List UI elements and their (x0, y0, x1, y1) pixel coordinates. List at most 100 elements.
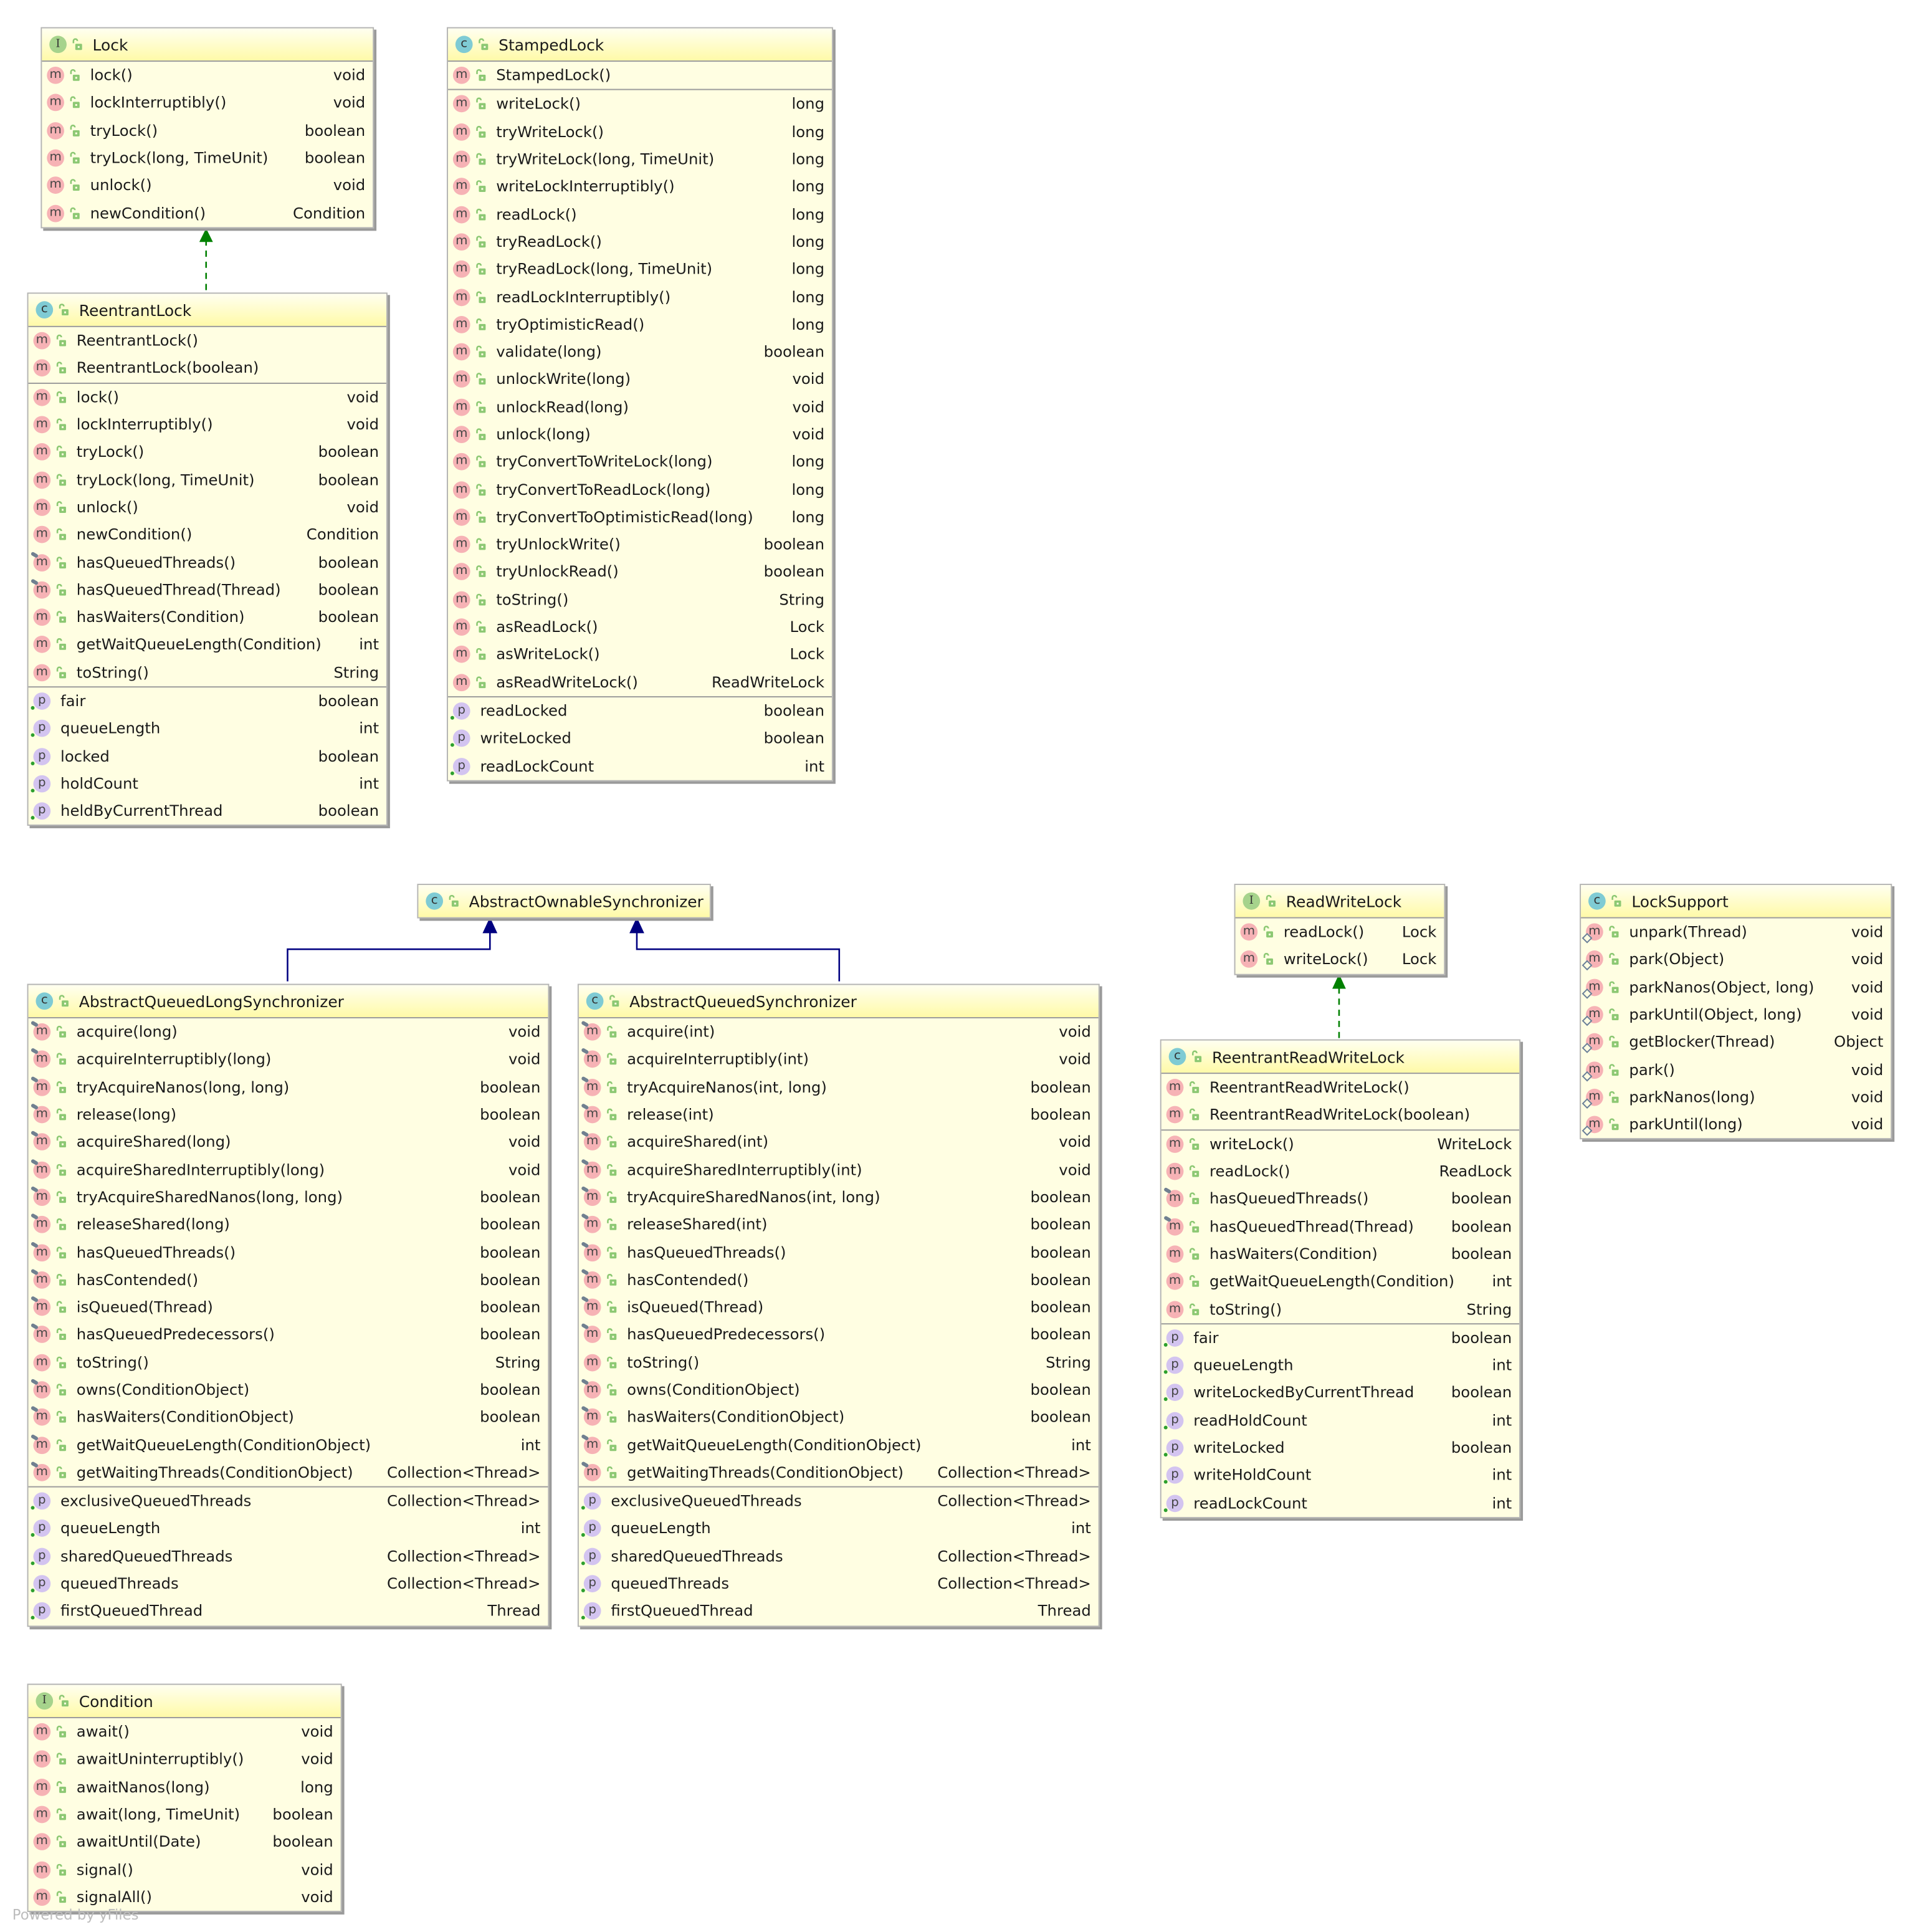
method-row[interactable]: m signal() void (29, 1856, 341, 1883)
property-row[interactable]: p queueLength int (1162, 1352, 1519, 1379)
class-box-reentrantlock[interactable]: c ReentrantLock m ReentrantLock() m Reen… (27, 292, 388, 826)
method-row[interactable]: m acquireShared(long) void (29, 1129, 548, 1156)
method-row[interactable]: m newCondition() Condition (29, 521, 386, 548)
class-box-aos[interactable]: c AbstractOwnableSynchronizer (417, 884, 711, 919)
class-box-lock[interactable]: I Lock m lock() void m lockInterruptibly… (41, 27, 374, 228)
method-row[interactable]: m acquireSharedInterruptibly(long) void (29, 1156, 548, 1184)
method-row[interactable]: m hasQueuedThreads() boolean (29, 548, 386, 576)
method-row[interactable]: m getWaitQueueLength(ConditionObject) in… (29, 1431, 548, 1458)
class-header[interactable]: c AbstractOwnableSynchronizer (418, 885, 710, 917)
method-row[interactable]: m await() void (29, 1718, 341, 1746)
property-row[interactable]: p queueLength int (29, 715, 386, 742)
method-row[interactable]: m await(long, TimeUnit) boolean (29, 1800, 341, 1828)
method-row[interactable]: m lock() void (42, 62, 373, 89)
property-row[interactable]: p firstQueuedThread Thread (29, 1597, 548, 1625)
method-row[interactable]: m acquireInterruptibly(int) void (579, 1046, 1099, 1073)
method-row[interactable]: m hasQueuedThreads() boolean (29, 1238, 548, 1266)
method-row[interactable]: m asWriteLock() Lock (448, 641, 832, 668)
method-row[interactable]: m ReentrantLock() (29, 327, 386, 355)
property-row[interactable]: p readHoldCount int (1162, 1407, 1519, 1434)
method-row[interactable]: m hasWaiters(Condition) boolean (1162, 1240, 1519, 1268)
method-row[interactable]: m parkNanos(Object, long) void (1581, 973, 1891, 1001)
method-row[interactable]: m awaitUntil(Date) boolean (29, 1829, 341, 1856)
property-row[interactable]: p exclusiveQueuedThreads Collection<Thre… (579, 1488, 1099, 1515)
method-row[interactable]: m park() void (1581, 1056, 1891, 1083)
method-row[interactable]: m tryConvertToWriteLock(long) long (448, 448, 832, 476)
method-row[interactable]: m tryAcquireSharedNanos(int, long) boole… (579, 1184, 1099, 1211)
property-row[interactable]: p readLockCount int (448, 752, 832, 780)
method-row[interactable]: m hasWaiters(Condition) boolean (29, 603, 386, 631)
method-row[interactable]: m ReentrantLock(boolean) (29, 355, 386, 382)
method-row[interactable]: m hasWaiters(ConditionObject) boolean (579, 1404, 1099, 1431)
method-row[interactable]: m readLock() ReadLock (1162, 1158, 1519, 1185)
method-row[interactable]: m hasQueuedThreads() boolean (1162, 1185, 1519, 1213)
property-row[interactable]: p queueLength int (579, 1515, 1099, 1542)
method-row[interactable]: m toString() String (448, 586, 832, 613)
method-row[interactable]: m unlockWrite(long) void (448, 366, 832, 393)
property-row[interactable]: p heldByCurrentThread boolean (29, 798, 386, 825)
method-row[interactable]: m hasQueuedThread(Thread) boolean (1162, 1213, 1519, 1240)
method-row[interactable]: m getWaitQueueLength(Condition) int (29, 631, 386, 659)
class-box-aqs[interactable]: c AbstractQueuedSynchronizer m acquire(i… (577, 983, 1100, 1627)
method-row[interactable]: m release(long) boolean (29, 1101, 548, 1128)
class-box-locksupport[interactable]: c LockSupport m unpark(Thread) void m pa… (1580, 884, 1892, 1140)
method-row[interactable]: m owns(ConditionObject) boolean (29, 1376, 548, 1404)
method-row[interactable]: m signalAll() void (29, 1883, 341, 1911)
method-row[interactable]: m lockInterruptibly() void (42, 89, 373, 117)
method-row[interactable]: m StampedLock() (448, 62, 832, 89)
method-row[interactable]: m hasContended() boolean (579, 1266, 1099, 1293)
method-row[interactable]: m owns(ConditionObject) boolean (579, 1376, 1099, 1404)
method-row[interactable]: m tryLock(long, TimeUnit) boolean (42, 145, 373, 172)
property-row[interactable]: p queuedThreads Collection<Thread> (579, 1570, 1099, 1597)
method-row[interactable]: m toString() String (579, 1349, 1099, 1376)
method-row[interactable]: m tryAcquireNanos(int, long) boolean (579, 1073, 1099, 1101)
method-row[interactable]: m ReentrantReadWriteLock(boolean) (1162, 1101, 1519, 1129)
method-row[interactable]: m hasQueuedPredecessors() boolean (29, 1321, 548, 1349)
property-row[interactable]: p writeLocked boolean (1162, 1434, 1519, 1461)
method-row[interactable]: m tryOptimisticRead() long (448, 310, 832, 338)
method-row[interactable]: m acquire(int) void (579, 1018, 1099, 1046)
method-row[interactable]: m getWaitingThreads(ConditionObject) Col… (29, 1459, 548, 1486)
method-row[interactable]: m tryUnlockRead() boolean (448, 558, 832, 586)
class-header[interactable]: I Condition (28, 1685, 341, 1718)
property-row[interactable]: p readLockCount int (1162, 1490, 1519, 1517)
class-box-stampedlock[interactable]: c StampedLock m StampedLock() m writeLoc… (446, 27, 833, 782)
method-row[interactable]: m releaseShared(int) boolean (579, 1211, 1099, 1238)
method-row[interactable]: m tryLock(long, TimeUnit) boolean (29, 466, 386, 494)
method-row[interactable]: m park(Object) void (1581, 946, 1891, 973)
method-row[interactable]: m parkUntil(Object, long) void (1581, 1001, 1891, 1028)
method-row[interactable]: m asReadLock() Lock (448, 613, 832, 641)
method-row[interactable]: m tryWriteLock() long (448, 118, 832, 145)
method-row[interactable]: m tryAcquireSharedNanos(long, long) bool… (29, 1184, 548, 1211)
property-row[interactable]: p sharedQueuedThreads Collection<Thread> (29, 1542, 548, 1570)
method-row[interactable]: m parkNanos(long) void (1581, 1084, 1891, 1111)
method-row[interactable]: m acquireShared(int) void (579, 1129, 1099, 1156)
method-row[interactable]: m lock() void (29, 383, 386, 411)
method-row[interactable]: m writeLock() long (448, 90, 832, 118)
method-row[interactable]: m acquire(long) void (29, 1018, 548, 1046)
method-row[interactable]: m unlock() void (29, 494, 386, 521)
class-header[interactable]: c AbstractQueuedSynchronizer (578, 985, 1099, 1018)
class-box-condition[interactable]: I Condition m await() void m awaitUninte… (27, 1683, 342, 1913)
class-header[interactable]: I ReadWriteLock (1235, 885, 1444, 917)
property-row[interactable]: p queuedThreads Collection<Thread> (29, 1570, 548, 1597)
class-box-readwritelock[interactable]: I ReadWriteLock m readLock() Lock m writ… (1234, 884, 1446, 975)
method-row[interactable]: m isQueued(Thread) boolean (29, 1294, 548, 1321)
method-row[interactable]: m getWaitingThreads(ConditionObject) Col… (579, 1459, 1099, 1486)
method-row[interactable]: m tryWriteLock(long, TimeUnit) long (448, 145, 832, 173)
method-row[interactable]: m getWaitQueueLength(ConditionObject) in… (579, 1431, 1099, 1458)
method-row[interactable]: m tryReadLock() long (448, 228, 832, 256)
property-row[interactable]: p exclusiveQueuedThreads Collection<Thre… (29, 1488, 548, 1515)
property-row[interactable]: p locked boolean (29, 742, 386, 770)
method-row[interactable]: m readLock() Lock (1236, 919, 1444, 946)
class-header[interactable]: I Lock (42, 28, 373, 61)
method-row[interactable]: m toString() String (29, 1349, 548, 1376)
method-row[interactable]: m hasQueuedPredecessors() boolean (579, 1321, 1099, 1349)
method-row[interactable]: m tryLock() boolean (29, 438, 386, 466)
method-row[interactable]: m tryReadLock(long, TimeUnit) long (448, 256, 832, 283)
class-header[interactable]: c ReentrantLock (28, 294, 386, 326)
method-row[interactable]: m readLockInterruptibly() long (448, 283, 832, 310)
method-row[interactable]: m writeLock() Lock (1236, 946, 1444, 973)
method-row[interactable]: m writeLock() WriteLock (1162, 1130, 1519, 1157)
property-row[interactable]: p writeHoldCount int (1162, 1461, 1519, 1489)
